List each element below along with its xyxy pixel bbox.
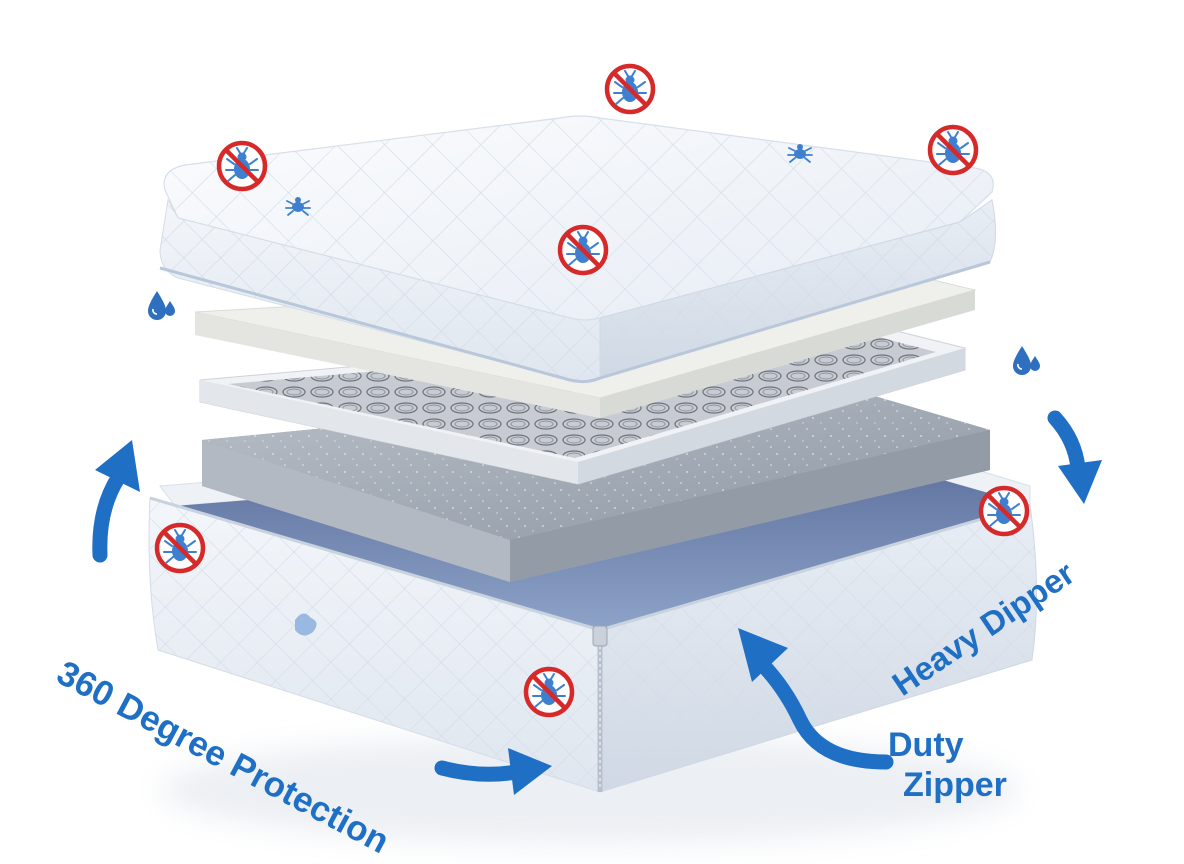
no-bedbug-icon [157,525,203,571]
ground-shadow [160,735,1020,845]
no-bedbug-icon [219,143,265,189]
curved-arrow-icon [434,748,552,795]
zipper-pull [592,625,608,647]
label-zipper-line2: Duty [888,726,964,764]
top-cover [159,115,996,384]
no-bedbug-icon [607,66,653,112]
curved-arrow-icon [738,628,894,770]
no-bedbug-icon [526,669,572,715]
no-bedbug-icon [560,227,606,273]
label-zipper-line3: Zipper [903,766,1007,804]
water-drop-icon [147,290,176,321]
no-bedbug-icon [930,127,976,173]
no-bedbug-icon [981,488,1027,534]
curved-arrow-icon [92,440,140,563]
water-drop-icon [1012,345,1041,376]
curved-arrow-icon [1047,410,1102,504]
